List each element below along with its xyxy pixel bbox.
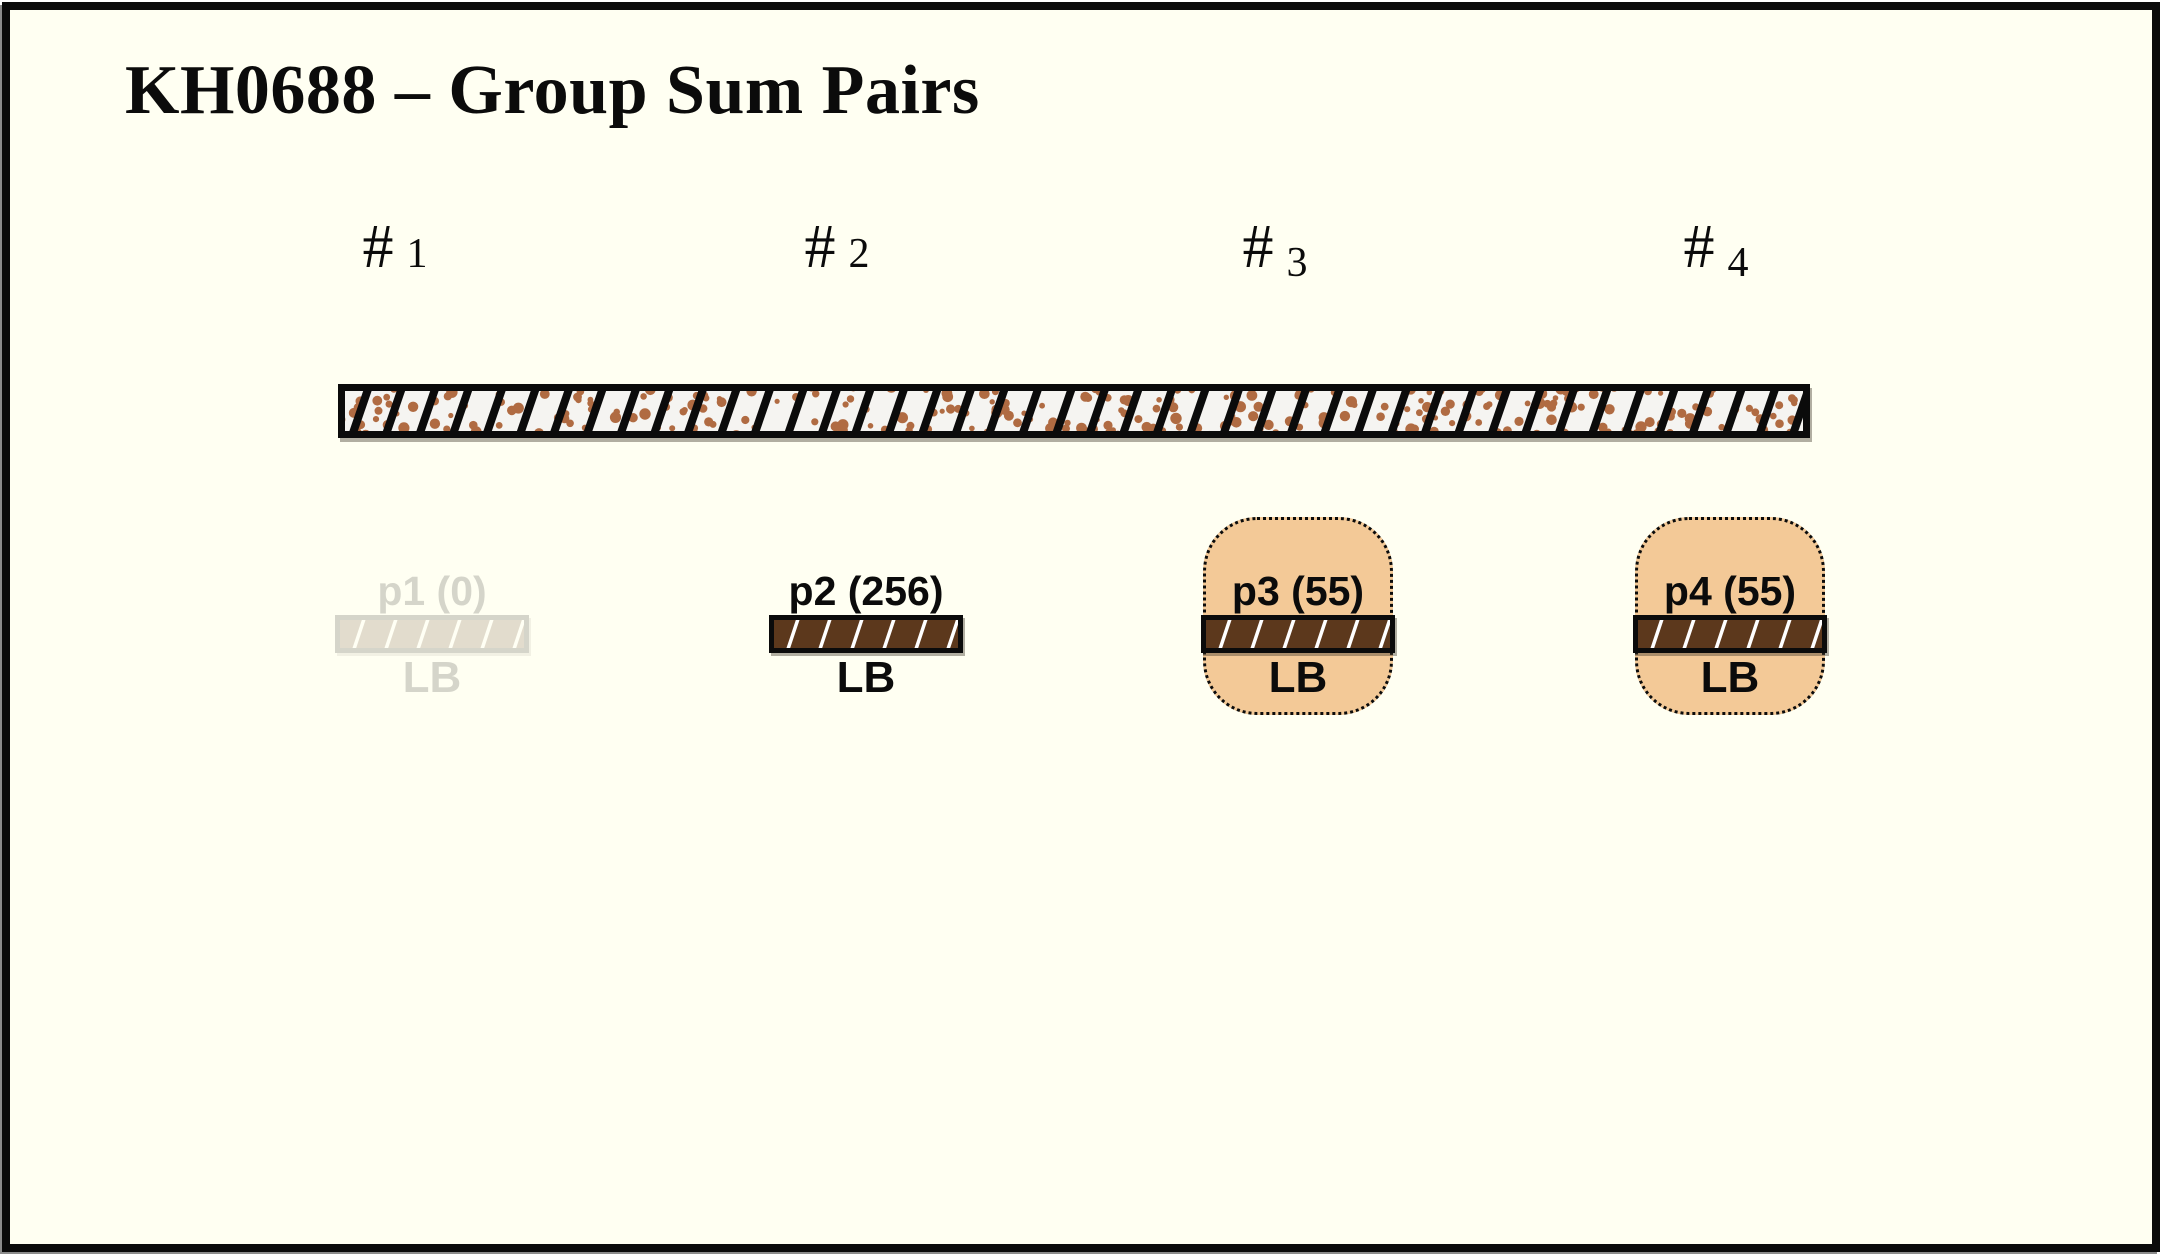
hash-symbol: # [362, 213, 394, 281]
column-header-3: #3 [1242, 213, 1308, 284]
column-number: 1 [406, 231, 428, 277]
pair-label: p2 (256) [788, 568, 944, 614]
pair-bar-hatched [769, 615, 963, 653]
speckled-hatch-strip [338, 384, 1810, 438]
column-number: 4 [1727, 240, 1749, 286]
pair-item-p4: p4 (55) LB [1590, 512, 1870, 752]
pair-item-p3: p3 (55) LB [1158, 512, 1438, 752]
pair-bar-hatched [1201, 615, 1395, 653]
hash-symbol: # [804, 213, 836, 281]
hash-symbol: # [1242, 213, 1274, 281]
pair-sub-label: LB [402, 653, 462, 702]
pair-bar-hatched [335, 615, 529, 653]
diagram-title: KH0688 – Group Sum Pairs [125, 52, 980, 129]
pair-sub-label: LB [1700, 653, 1760, 702]
pair-label: p3 (55) [1231, 568, 1365, 614]
hash-symbol: # [1683, 213, 1715, 281]
pair-bar-hatched [1633, 615, 1827, 653]
pair-sub-label: LB [836, 653, 896, 702]
column-header-4: #4 [1683, 213, 1749, 284]
pair-label: p4 (55) [1663, 568, 1797, 614]
column-number: 3 [1286, 240, 1308, 286]
column-number: 2 [848, 231, 870, 277]
pair-sub-label: LB [1268, 653, 1328, 702]
pair-label: p1 (0) [377, 568, 487, 614]
column-header-2: #2 [805, 216, 870, 278]
column-header-1: #1 [363, 216, 428, 278]
pair-item-p1: p1 (0) LB [292, 512, 572, 752]
pair-item-p2: p2 (256) LB [726, 512, 1006, 752]
